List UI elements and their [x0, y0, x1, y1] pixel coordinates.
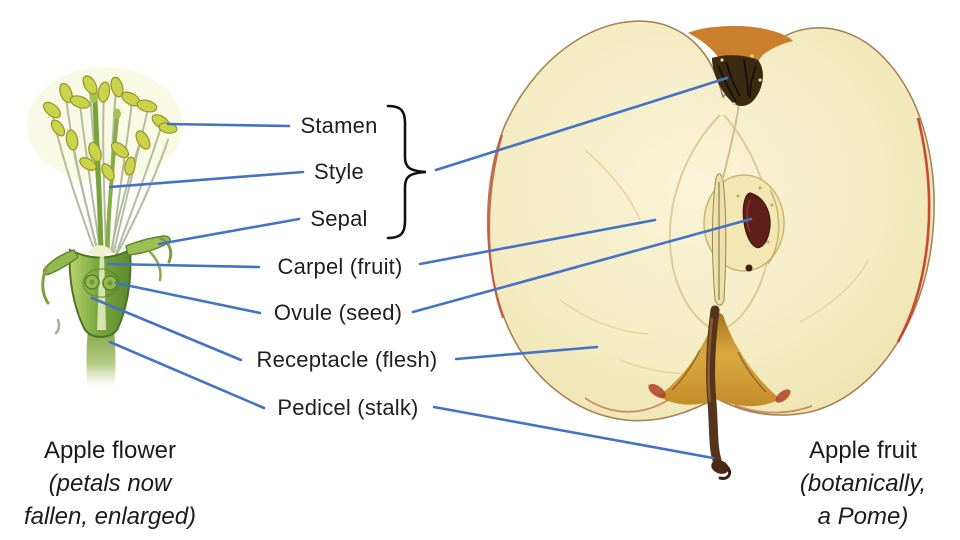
seed-speckles: [736, 186, 774, 244]
sepal-left-curl: [41, 266, 50, 305]
label-style: Style: [314, 159, 364, 184]
caption-fruit-line2: (botanically,: [799, 470, 927, 497]
flower-stem-fade: [86, 328, 116, 390]
label-stamen: Stamen: [300, 113, 378, 138]
connector-style-flower: [108, 170, 305, 189]
caption-flower-line3: fallen, enlarged): [23, 503, 197, 530]
connector-pedicel-fruit: [432, 405, 715, 460]
apple-flower-illustration: [27, 67, 183, 390]
flower-style-2: [105, 116, 119, 254]
stalk-knob-curl: [718, 466, 732, 480]
connector-lines: [90, 76, 753, 460]
caption-fruit-line1: Apple fruit: [808, 437, 918, 464]
apple-stalk: [706, 305, 722, 465]
sepal-right: [125, 235, 171, 256]
sepal-right-curl: [158, 236, 173, 264]
caption-flower-line1: Apple flower: [43, 437, 177, 464]
apple-fruit-illustration: [486, 20, 935, 480]
connector-carpel-fruit: [418, 218, 657, 266]
label-receptacle: Receptacle (flesh): [256, 347, 438, 372]
caption-flower-line2: (petals now: [48, 470, 172, 497]
seed-highlight: [746, 199, 751, 233]
stalk-basin-gold: [658, 312, 780, 407]
caption-apple-fruit: Apple fruit (botanically, a Pome): [800, 434, 926, 533]
connector-carpel-flower: [106, 262, 261, 269]
connector-ovule-fruit: [411, 217, 753, 314]
label-ovule: Ovule (seed): [273, 300, 403, 325]
seed-cavity-shadow: [767, 189, 780, 265]
skin-red-left: [487, 134, 505, 319]
connector-receptacle-fruit: [454, 345, 599, 361]
ovule-dot-left: [89, 279, 95, 285]
calyx-light-flecks: [720, 54, 762, 106]
ovule-dot-right: [107, 280, 113, 286]
caption-apple-flower: Apple flower (petals now fallen, enlarge…: [24, 434, 196, 533]
label-carpel: Carpel (fruit): [277, 254, 403, 279]
stigma-2: [113, 108, 121, 120]
apple-seed: [742, 192, 771, 248]
receptacle-slit: [97, 252, 106, 330]
connector-pedicel-flower: [108, 340, 266, 410]
connector-sepal-flower: [157, 217, 301, 246]
stalk-knob: [711, 460, 729, 474]
skin-red-right: [896, 117, 931, 343]
calyx-texture: [717, 59, 757, 103]
skin-red-bottom-right: [734, 404, 813, 414]
connector-receptacle-flower: [90, 296, 243, 362]
stalk-basin-streaks: [671, 349, 767, 393]
receptacle-inner-notch: [88, 245, 112, 257]
label-pedicel: Pedicel (stalk): [277, 395, 419, 420]
connector-stamen-flower: [166, 122, 291, 128]
stalk-basin-red-patches: [648, 383, 791, 403]
calyx-crease: [721, 104, 740, 183]
connector-ovule-flower: [114, 281, 262, 315]
connector-brace-fruit: [434, 76, 729, 172]
label-sepal: Sepal: [310, 206, 368, 231]
fallen-petal-fragment: [54, 318, 61, 335]
flower-style: [92, 97, 104, 255]
stamen-anthers: [42, 75, 178, 181]
caption-fruit-line3: a Pome): [817, 503, 909, 530]
curly-brace-icon: [386, 104, 427, 240]
small-seed: [745, 264, 753, 272]
apple-stalk-highlight: [707, 317, 714, 403]
skin-red-bottom-left: [584, 397, 669, 413]
